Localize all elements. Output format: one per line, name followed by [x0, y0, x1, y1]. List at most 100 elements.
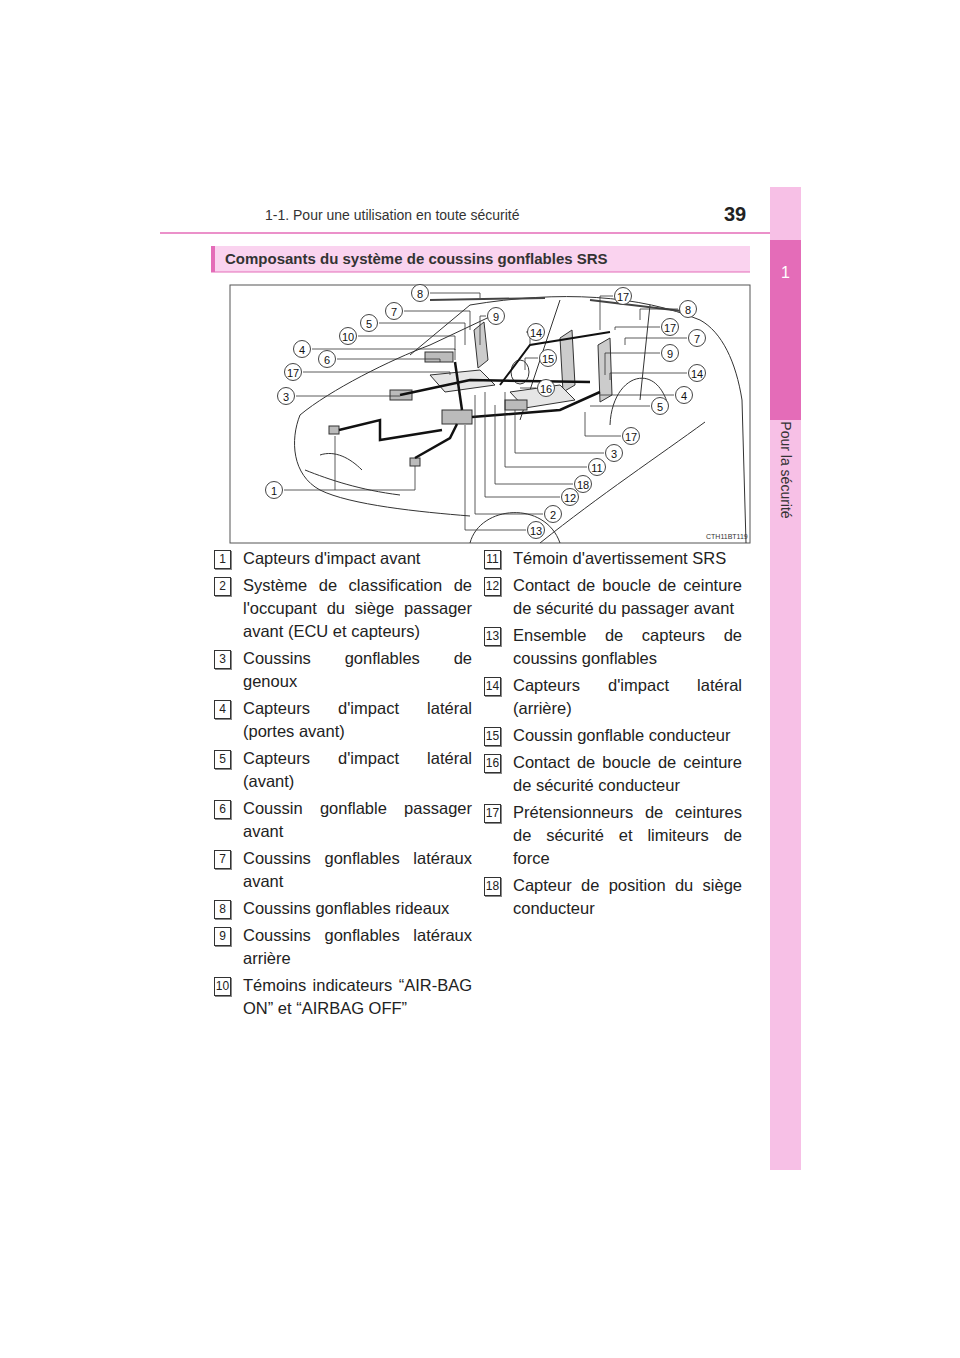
callout-number: 7 — [688, 329, 706, 347]
wiring — [455, 362, 462, 410]
leader-line — [358, 336, 455, 350]
leader-line — [303, 372, 450, 375]
side-tab: 1Pour la sécurité — [770, 187, 801, 1170]
callout-number: 5 — [360, 314, 378, 332]
callout-number: 9 — [661, 344, 679, 362]
item-text: Contact de boucle de ceinture de sécurit… — [513, 574, 742, 620]
legend-item: 2 Système de classification de l'occupant… — [214, 574, 472, 643]
car-body — [295, 415, 470, 516]
curtain-airbag — [430, 298, 545, 300]
car-sill — [540, 422, 705, 543]
item-number: 15 — [484, 727, 501, 746]
front-sensor — [329, 426, 339, 434]
page-number: 39 — [724, 203, 746, 226]
leader-line — [379, 323, 465, 345]
passenger-airbag — [425, 352, 453, 362]
legend-item: 11Témoin d'avertissement SRS — [484, 547, 742, 570]
item-text: Coussin gonflable passager avant — [243, 797, 472, 843]
leader-line — [430, 293, 480, 298]
running-header: 1-1. Pour une utilisation en toute sécur… — [265, 207, 520, 223]
car-wheel-arch — [610, 378, 668, 425]
item-text: Ensemble de capteurs de coussins gonflab… — [513, 624, 742, 670]
item-number: 13 — [484, 627, 501, 646]
callout-number: 10 — [339, 327, 357, 345]
callout-number: 17 — [661, 318, 679, 336]
car-grille — [305, 470, 400, 495]
leader-line — [625, 338, 687, 345]
item-number: 1 — [214, 550, 231, 569]
item-text: Coussins gonflables de genoux — [243, 647, 472, 693]
leader-lines — [284, 293, 687, 530]
leader-line — [525, 358, 538, 370]
section-title: Composants du système de coussins gonfla… — [225, 250, 608, 267]
leader-line — [495, 405, 573, 484]
wiring — [472, 392, 600, 417]
knee-airbag — [505, 400, 527, 410]
title-bar — [211, 246, 215, 272]
item-text: Coussins gonflables latéraux arrière — [243, 924, 472, 970]
legend-item: 14Capteurs d'impact latéral (arrière) — [484, 674, 742, 720]
title-band — [211, 246, 750, 272]
leader-line — [515, 410, 604, 453]
callout-number: 13 — [527, 521, 545, 539]
legend-item: 6 Coussin gonflable passager avant — [214, 797, 472, 843]
callout-number: 14 — [527, 323, 545, 341]
item-number: 5 — [214, 750, 231, 769]
leader-line — [337, 359, 440, 362]
legend-item: 8Coussins gonflables rideaux — [214, 897, 472, 920]
item-text: Système de classification de l'occupant … — [243, 574, 472, 643]
callout-number: 8 — [411, 284, 429, 302]
item-number: 8 — [214, 900, 231, 919]
callout-number: 1 — [265, 481, 283, 499]
item-number: 2 — [214, 577, 231, 596]
item-number: 17 — [484, 804, 501, 823]
leader-line — [335, 436, 336, 490]
item-number: 16 — [484, 754, 501, 773]
figure-frame — [230, 285, 750, 543]
item-number: 9 — [214, 927, 231, 946]
front-sensor — [410, 458, 420, 466]
leader-line — [605, 353, 660, 375]
item-number: 10 — [214, 977, 231, 996]
leader-line — [520, 388, 536, 389]
seat-back — [474, 322, 488, 368]
leader-line — [600, 296, 613, 330]
leader-line — [296, 396, 400, 397]
callout-number: 15 — [539, 349, 557, 367]
wiring — [415, 424, 457, 458]
item-number: 18 — [484, 877, 501, 896]
item-text: Capteurs d'impact avant — [243, 547, 472, 570]
callout-number: 8 — [679, 300, 697, 318]
callout-number: 14 — [688, 364, 706, 382]
item-number: 14 — [484, 677, 501, 696]
leader-line — [284, 466, 415, 490]
legend-item: 12 Contact de boucle de ceinture de sécur… — [484, 574, 742, 620]
callout-number: 6 — [318, 350, 336, 368]
item-text: Capteurs d'impact latéral (avant) — [243, 747, 472, 793]
title-rule — [211, 272, 750, 273]
car-headlight — [320, 453, 362, 470]
item-number: 6 — [214, 800, 231, 819]
item-text: Coussin gonflable conducteur — [513, 724, 742, 747]
car-hood — [300, 345, 430, 415]
item-text: Témoins indicateurs “AIR-BAG ON” et “AIR… — [243, 974, 472, 1020]
legend-column: 11Témoin d'avertissement SRS12Contact de… — [484, 547, 742, 924]
item-number: 4 — [214, 700, 231, 719]
item-number: 3 — [214, 650, 231, 669]
legend-item: 10 Témoins indicateurs “AIR-BAG ON” et “A… — [214, 974, 472, 1020]
leader-line — [475, 395, 543, 514]
callout-number: 17 — [284, 363, 302, 381]
airbag-ecu — [442, 410, 472, 424]
chapter-number: 1 — [770, 263, 801, 283]
leader-line — [600, 395, 674, 396]
callout-number: 17 — [614, 287, 632, 305]
leader-line — [480, 316, 486, 345]
item-number: 12 — [484, 577, 501, 596]
item-text: Contact de boucle de ceinture de sécurit… — [513, 751, 742, 797]
callout-number: 3 — [277, 387, 295, 405]
callout-number: 17 — [622, 427, 640, 445]
leader-line — [610, 373, 687, 380]
legend-item: 3 Coussins gonflables de genoux — [214, 647, 472, 693]
